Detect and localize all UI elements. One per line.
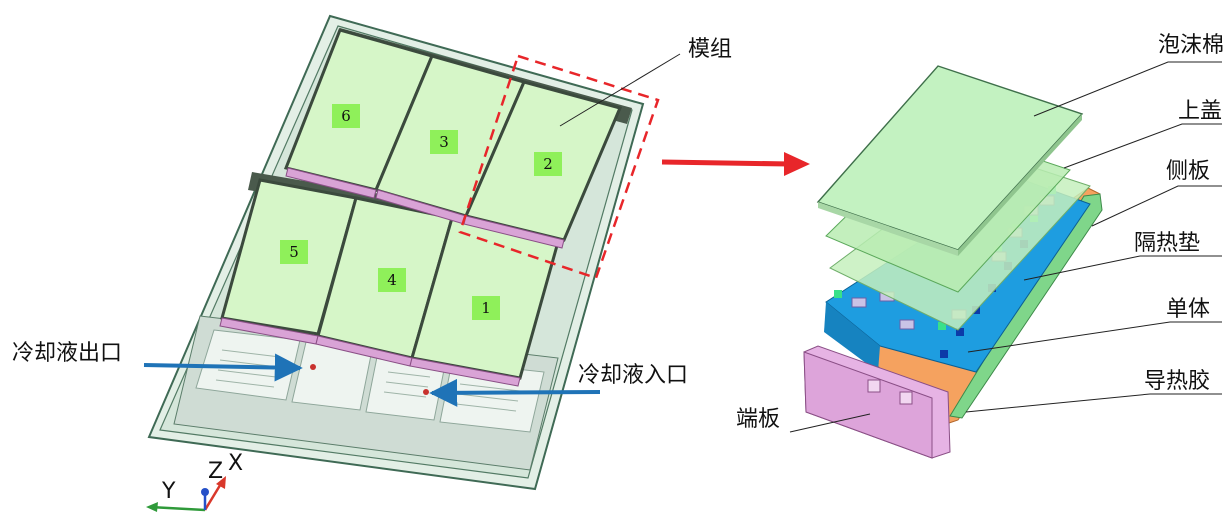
- module-callout-leader: [559, 53, 681, 127]
- module-number-badges: 6 3 2 5 4 1: [280, 104, 562, 320]
- module-number-4: 4: [387, 271, 397, 289]
- leader-foam: [1033, 61, 1222, 117]
- leader-end-plate: [789, 413, 871, 433]
- leader-top-cover: [1063, 123, 1222, 169]
- leader-cell: [967, 321, 1222, 353]
- axis-triad: Y Z X: [146, 451, 243, 512]
- axis-label-z: Z: [208, 459, 223, 484]
- label-side-plate: 侧板: [1166, 159, 1210, 184]
- axis-label-y: Y: [161, 479, 176, 504]
- label-module: 模组: [688, 37, 732, 62]
- label-insulation-pad: 隔热垫: [1134, 231, 1200, 256]
- module-number-3: 3: [439, 133, 449, 151]
- label-cell: 单体: [1166, 297, 1210, 322]
- module-number-5: 5: [289, 243, 299, 261]
- module-number-1: 1: [481, 299, 491, 317]
- explode-arrow: [661, 152, 810, 176]
- leader-insulation-pad: [1023, 255, 1222, 281]
- coolant-inlet-arrow: [429, 378, 601, 407]
- module-callout-box: [458, 54, 660, 280]
- label-coolant-outlet: 冷却液出口: [12, 341, 122, 366]
- label-foam: 泡沫棉: [1158, 33, 1224, 58]
- coolant-outlet-arrow: [143, 353, 303, 382]
- label-end-plate: 端板: [736, 407, 780, 432]
- leader-thermal-glue: [965, 393, 1222, 413]
- module-end-plates: [219, 167, 565, 387]
- leader-side-plate: [1091, 185, 1222, 227]
- label-coolant-inlet: 冷却液入口: [578, 363, 688, 388]
- side-plate: [949, 193, 1103, 419]
- end-plate: [803, 345, 951, 459]
- label-top-cover: 上盖: [1178, 99, 1222, 124]
- module-number-6: 6: [341, 107, 351, 125]
- axis-label-x: X: [228, 451, 243, 476]
- label-thermal-glue: 导热胶: [1144, 369, 1210, 394]
- module-number-2: 2: [543, 155, 553, 173]
